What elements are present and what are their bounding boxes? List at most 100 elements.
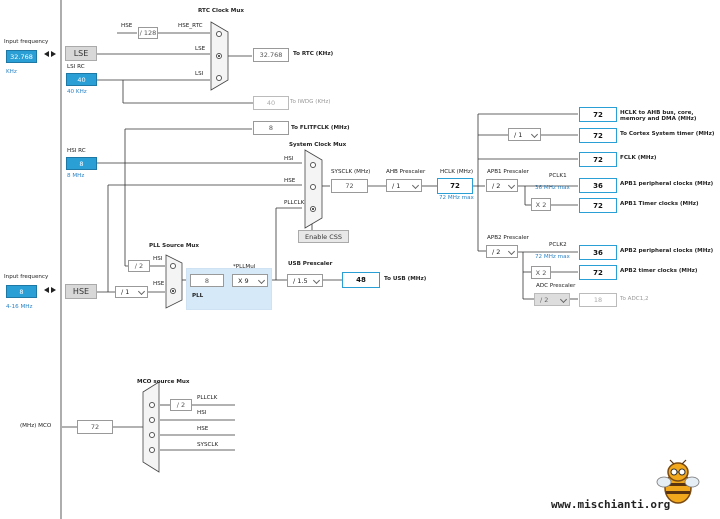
chevron-down-icon <box>257 276 266 284</box>
iwdg-output-label: To IWDG (KHz) <box>290 99 331 105</box>
pll-input-value: 8 <box>190 274 224 287</box>
hsi-rc-value: 8 <box>66 157 97 170</box>
sysclk-mux-hse-label: HSE <box>284 178 296 184</box>
apb2-prescaler-select[interactable]: / 2 <box>486 245 518 258</box>
adc-prescaler-select[interactable]: / 2 <box>534 293 570 306</box>
ahb-bus-value: 72 <box>579 107 617 122</box>
pll-src-hse-label: HSE <box>153 281 165 287</box>
rtc-hse-label: HSE <box>121 23 133 29</box>
apb1-peripheral-label: APB1 peripheral clocks (MHz) <box>620 181 714 187</box>
lsi-rc-value: 40 <box>66 73 97 86</box>
rtc-radio-hse[interactable] <box>216 31 222 37</box>
apb2-timer-multiplier: X 2 <box>531 266 551 279</box>
hclk-max-label: 72 MHz max <box>439 195 474 201</box>
sysclk-mux-pllclk-label: PLLCLK <box>284 200 305 206</box>
mco-radio-hsi[interactable] <box>149 417 155 423</box>
adc-prescaler-label: ADC Prescaler <box>536 283 576 289</box>
sysclk-label: SYSCLK (MHz) <box>331 169 371 175</box>
fclk-value: 72 <box>579 152 617 167</box>
lsi-unit: 40 KHz <box>67 89 87 95</box>
hclk-input[interactable]: 72 <box>437 178 473 194</box>
ahb-bus-label: HCLK to AHB bus, core, memory and DMA (M… <box>620 110 697 123</box>
pll-src-radio-hse[interactable] <box>170 288 176 294</box>
sysclk-radio-pllclk[interactable] <box>310 206 316 212</box>
pll-hsi-divider: / 2 <box>128 260 150 272</box>
rtc-value: 32.768 <box>253 48 289 62</box>
rtc-lse-label: LSE <box>195 46 206 52</box>
bee-logo-icon <box>656 459 700 504</box>
adc-prescaler-value: / 2 <box>540 295 549 304</box>
rtc-radio-lse[interactable] <box>216 53 222 59</box>
mco-label: (MHz) MCO <box>20 423 52 429</box>
usb-output-label: To USB (MHz) <box>384 276 427 282</box>
usb-prescaler-label: USB Prescaler <box>288 261 333 267</box>
mco-hsi-label: HSI <box>197 410 207 416</box>
mco-mux-title: MCO source Mux <box>137 379 190 385</box>
apb2-timer-label: APB2 timer clocks (MHz) <box>620 268 698 274</box>
lsi-title: LSI RC <box>67 64 85 70</box>
apb2-prescaler-value: / 2 <box>492 247 501 256</box>
lse-unit: KHz <box>6 69 17 75</box>
hse-prediv-value: / 1 <box>121 288 130 296</box>
fclk-label: FCLK (MHz) <box>620 155 657 161</box>
apb2-prescaler-label: APB2 Prescaler <box>487 235 529 241</box>
chevron-down-icon <box>559 295 568 303</box>
apb1-prescaler-label: APB1 Prescaler <box>487 169 529 175</box>
pclk2-label: PCLK2 <box>549 242 567 248</box>
rtc-mux-title: RTC Clock Mux <box>198 8 244 14</box>
hse-source-box[interactable]: HSE <box>65 284 97 299</box>
pclk1-label: PCLK1 <box>549 173 567 179</box>
sysclk-mux-title: System Clock Mux <box>289 142 347 148</box>
hclk-label: HCLK (MHz) <box>440 169 474 175</box>
ahb-prescaler-select[interactable]: / 1 <box>386 179 422 192</box>
mco-radio-pllclk[interactable] <box>149 402 155 408</box>
chevron-down-icon <box>312 276 321 284</box>
flitf-value: 8 <box>253 121 289 135</box>
usb-value: 48 <box>342 272 380 288</box>
pll-src-radio-hsi[interactable] <box>170 263 176 269</box>
sysclk-radio-hsi[interactable] <box>310 162 316 168</box>
hsi-unit: 8 MHz <box>67 173 85 179</box>
pll-src-hsi-label: HSI <box>153 256 163 262</box>
ahb-prescaler-label: AHB Prescaler <box>386 169 426 175</box>
chevron-down-icon <box>411 181 420 189</box>
mco-pll-divider: / 2 <box>170 399 192 411</box>
chevron-down-icon <box>507 247 516 255</box>
cortex-timer-label: To Cortex System timer (MHz) <box>620 131 715 137</box>
apb1-peripheral-value: 36 <box>579 178 617 193</box>
mco-hse-label: HSE <box>197 426 209 432</box>
apb2-max-label: 72 MHz max <box>535 254 570 260</box>
apb2-peripheral-value: 36 <box>579 245 617 260</box>
adc-output-label: To ADC1,2 <box>620 296 649 302</box>
sysclk-radio-hse[interactable] <box>310 184 316 190</box>
apb2-timer-value: 72 <box>579 265 617 280</box>
adc-value: 18 <box>579 293 617 307</box>
hse-frequency-input[interactable]: 8 <box>6 285 37 298</box>
arrow-right-icon <box>51 287 56 293</box>
ahb-prescaler-value: / 1 <box>392 181 401 190</box>
rtc-radio-lsi[interactable] <box>216 75 222 81</box>
lse-frequency-input[interactable]: 32.768 <box>6 50 37 63</box>
apb1-prescaler-select[interactable]: / 2 <box>486 179 518 192</box>
usb-prescaler-select[interactable]: / 1.5 <box>287 274 323 287</box>
iwdg-value: 40 <box>253 96 289 110</box>
watermark-text: www.mischianti.org <box>551 498 671 511</box>
hsi-title: HSI RC <box>67 148 86 154</box>
cortex-prescaler-select[interactable]: / 1 <box>508 128 541 141</box>
chevron-down-icon <box>137 287 146 296</box>
pll-mul-select[interactable]: X 9 <box>232 274 268 287</box>
apb1-prescaler-value: / 2 <box>492 181 501 190</box>
mco-pllclk-label: PLLCLK <box>197 395 218 401</box>
apb1-timer-multiplier: X 2 <box>531 198 551 211</box>
lse-source-box[interactable]: LSE <box>65 46 97 61</box>
hse-unit: 4-16 MHz <box>6 304 33 310</box>
lse-input-title: Input frequency <box>4 39 49 45</box>
sysclk-value: 72 <box>331 179 368 193</box>
flitf-output-label: To FLITFCLK (MHz) <box>291 125 350 131</box>
hse-prediv-select[interactable]: / 1 <box>115 286 148 298</box>
mco-radio-sysclk[interactable] <box>149 447 155 453</box>
pll-source-mux-title: PLL Source Mux <box>149 243 200 249</box>
mco-radio-hse[interactable] <box>149 432 155 438</box>
arrow-left-icon <box>44 51 49 57</box>
enable-css-button[interactable]: Enable CSS <box>298 230 349 243</box>
